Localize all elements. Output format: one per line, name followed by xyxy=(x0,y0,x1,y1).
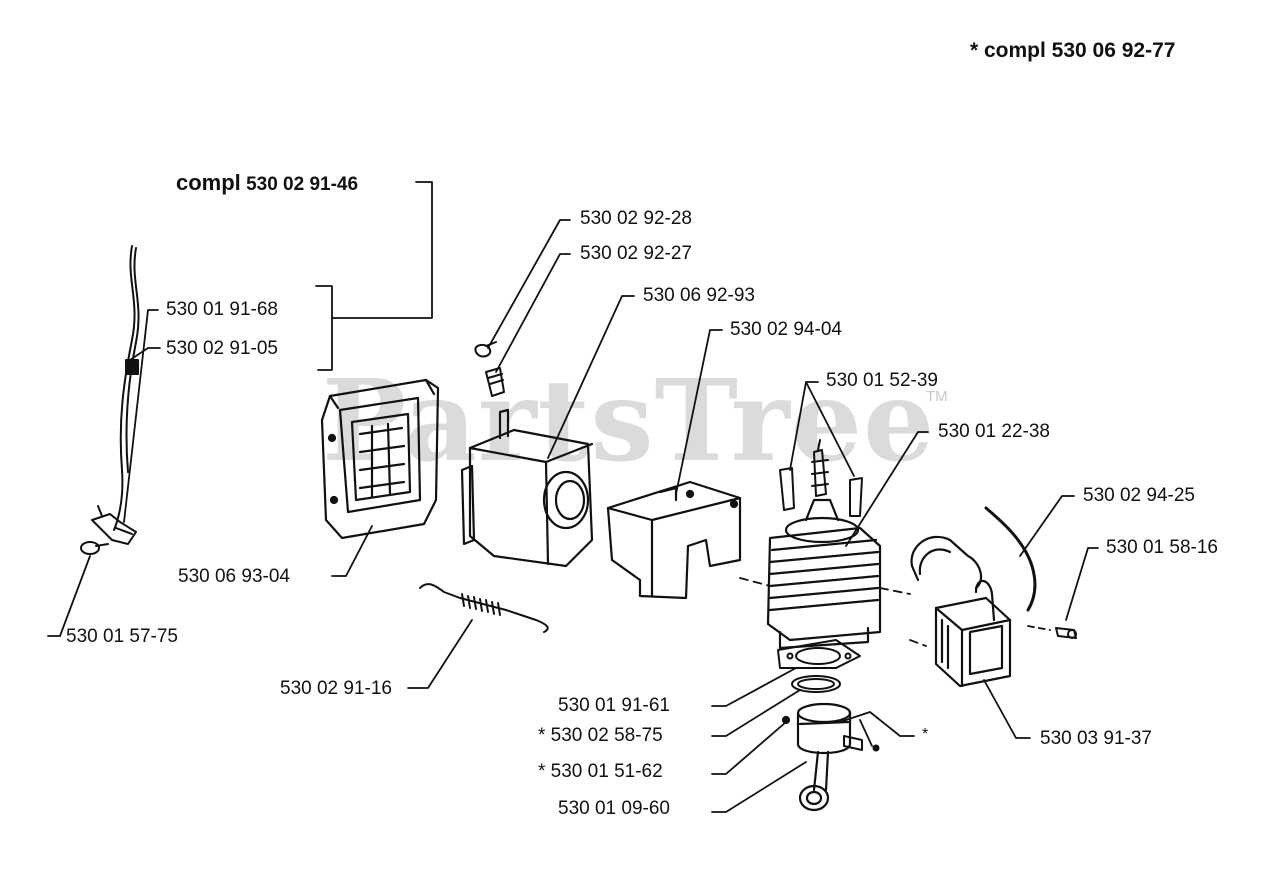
bracket-throttle-parts xyxy=(315,285,333,371)
leader-530-06-92-93 xyxy=(547,295,635,459)
part-label-530-01-09-60: 530 01 09-60 xyxy=(558,798,670,819)
leader-530-01-51-62 xyxy=(711,721,787,775)
spark-plug-part xyxy=(811,439,829,497)
part-label-530-02-92-27: 530 02 92-27 xyxy=(580,243,692,264)
spark-plug-boot-part xyxy=(910,535,983,590)
part-label-530-01-52-39: 530 01 52-39 xyxy=(826,370,938,391)
leader-530-01-58-16 xyxy=(1065,547,1099,621)
part-label-530-01-91-61: 530 01 91-61 xyxy=(558,695,670,716)
part-label-530-06-93-04: 530 06 93-04 xyxy=(178,566,290,587)
cylinder-gasket-part xyxy=(777,639,861,669)
part-label-530-02-91-05: 530 02 91-05 xyxy=(166,338,278,359)
leader-530-01-09-60 xyxy=(711,761,807,813)
carburetor-part xyxy=(460,408,594,568)
throttle-cable-part xyxy=(80,245,140,555)
ignition-module-part xyxy=(934,579,1012,688)
piston-ring-part xyxy=(791,675,841,693)
throttle-kit-number: 530 02 91-46 xyxy=(246,174,359,195)
part-label-530-01-58-16: 530 01 58-16 xyxy=(1106,537,1218,558)
leader-lines xyxy=(47,181,1099,813)
cylinder-bolt-part xyxy=(779,467,863,517)
leader-530-03-91-37 xyxy=(983,679,1031,739)
part-label-530-02-92-28: 530 02 92-28 xyxy=(580,208,692,229)
piston-kit-star-marker: * xyxy=(922,726,929,743)
leader-530-02-94-04 xyxy=(675,329,723,495)
leader-530-06-93-04 xyxy=(331,525,373,577)
leader-530-02-91-05 xyxy=(129,347,161,361)
part-label-530-02-58-75: * 530 02 58-75 xyxy=(538,725,663,746)
leader-530-01-91-61 xyxy=(711,667,797,707)
nipple-fitting-part xyxy=(485,367,505,397)
leader-530-02-94-25 xyxy=(1019,495,1075,557)
part-label-530-06-92-93: 530 06 92-93 xyxy=(643,285,755,306)
air-filter-housing-part xyxy=(320,378,440,540)
part-label-530-01-51-62: * 530 01 51-62 xyxy=(538,761,663,782)
kit-number-label: * compl 530 06 92-77 xyxy=(970,39,1176,62)
return-spring-part xyxy=(419,583,549,633)
piston-part xyxy=(781,702,852,754)
alignment-line-1 xyxy=(739,577,771,587)
cylinder-part xyxy=(766,498,882,650)
leader-throttle-kit xyxy=(331,181,433,319)
throttle-kit-label: compl 530 02 91-46 xyxy=(176,172,358,196)
hose-clip-part xyxy=(474,341,497,358)
part-label-530-02-94-04: 530 02 94-04 xyxy=(730,319,842,340)
part-label-530-03-91-37: 530 03 91-37 xyxy=(1040,728,1152,749)
connecting-rod-part xyxy=(798,750,830,812)
leader-530-02-92-28 xyxy=(487,219,571,349)
part-label-530-02-91-16: 530 02 91-16 xyxy=(280,678,392,699)
alignment-line-4 xyxy=(1027,625,1051,631)
ignition-lead-part xyxy=(984,506,1037,612)
part-label-530-01-91-68: 530 01 91-68 xyxy=(166,299,278,320)
ignition-screw-part xyxy=(1055,627,1077,639)
leader-530-02-58-75 xyxy=(711,689,801,737)
alignment-line-3 xyxy=(909,639,927,647)
watermark-text: PartsTree xyxy=(322,356,936,487)
part-label-530-02-94-25: 530 02 94-25 xyxy=(1083,485,1195,506)
leader-530-01-57-75 xyxy=(47,555,91,637)
leader-piston-kit xyxy=(839,711,915,747)
leader-530-02-92-27 xyxy=(495,253,571,373)
leader-530-01-91-68 xyxy=(123,309,159,523)
alignment-line-2 xyxy=(879,587,911,595)
cylinder-cover-part xyxy=(606,480,742,600)
compl-word: compl xyxy=(176,170,241,195)
part-label-530-01-57-75: 530 01 57-75 xyxy=(66,626,178,647)
leader-530-01-22-38 xyxy=(845,431,929,547)
part-label-530-01-22-38: 530 01 22-38 xyxy=(938,421,1050,442)
leader-530-01-52-39 xyxy=(789,381,855,477)
watermark-tm: TM xyxy=(926,388,948,405)
leader-530-02-91-16 xyxy=(407,619,473,689)
piston-pin-part xyxy=(843,735,880,752)
